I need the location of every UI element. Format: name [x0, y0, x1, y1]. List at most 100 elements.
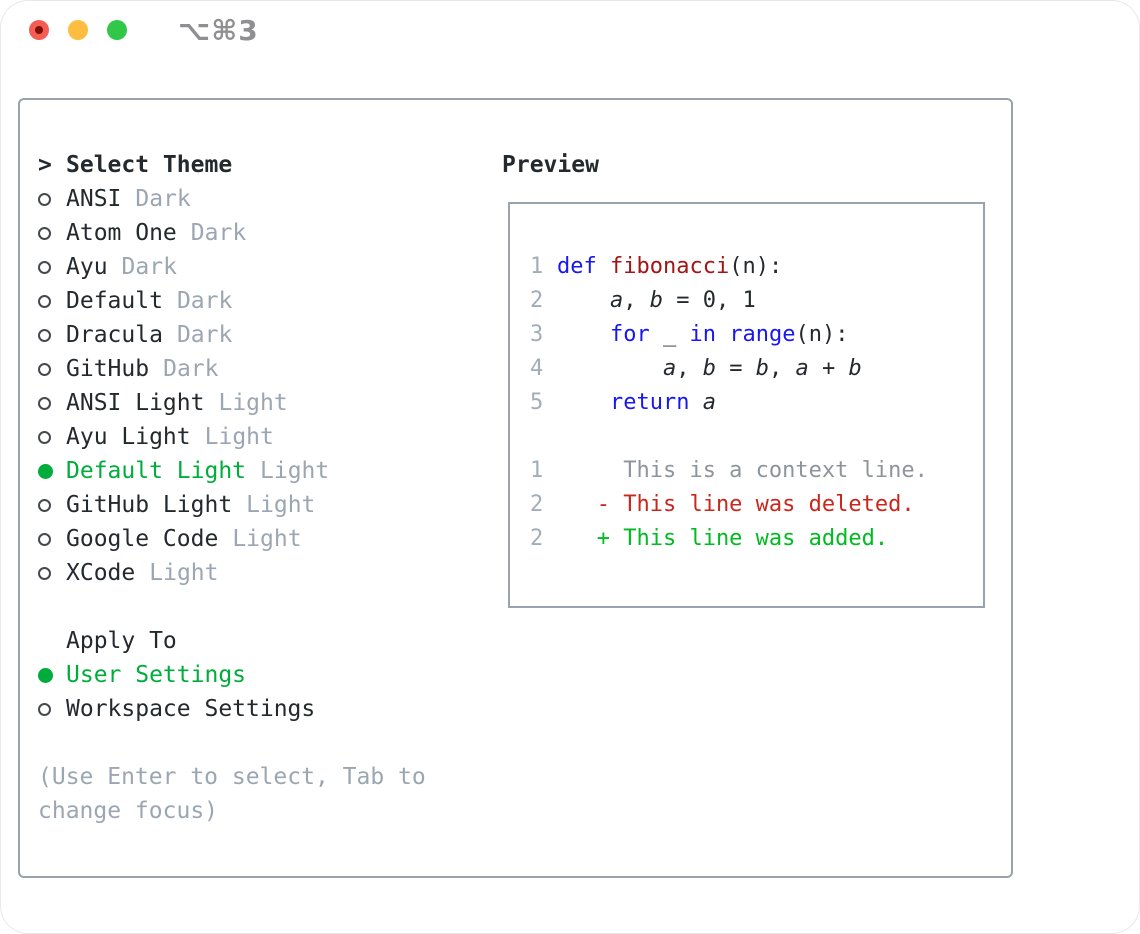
radio-icon — [38, 702, 51, 716]
theme-variant: Dark — [190, 220, 247, 246]
theme-name: Default Light — [66, 458, 247, 484]
line-number: 3 — [530, 322, 544, 347]
code-line: 2 a, b = 0, 1 — [530, 284, 983, 318]
radio-icon — [38, 430, 51, 444]
theme-variant: Light — [246, 492, 316, 518]
window-title: ⌥⌘3 — [178, 13, 259, 47]
hint-text-line1: (Use Enter to select, Tab to — [38, 764, 426, 790]
diff-text: - This line was deleted. — [557, 492, 915, 517]
code-segment: , — [623, 288, 650, 313]
code-segment: b — [848, 356, 862, 381]
radio-icon — [38, 192, 51, 206]
diff-line: 2 - This line was deleted. — [530, 488, 983, 522]
line-number: 5 — [530, 390, 544, 415]
code-segment: (n): — [729, 254, 783, 279]
theme-name: GitHub Light — [66, 492, 233, 518]
theme-variant: Light — [232, 526, 302, 552]
code-segment: (n): — [795, 322, 849, 347]
theme-item[interactable]: Google Code Light — [38, 522, 426, 556]
apply-to-item[interactable]: User Settings — [38, 658, 426, 692]
code-segment: a — [609, 288, 624, 313]
code-segment: return — [609, 390, 690, 415]
code-segment — [557, 356, 663, 381]
code-segment: b — [649, 288, 663, 313]
theme-name: ANSI — [66, 186, 122, 212]
titlebar: ⌥⌘3 — [0, 0, 1140, 60]
code-line: 4 a, b = b, a + b — [530, 352, 983, 386]
code-segment: _ — [649, 322, 690, 347]
theme-variant: Dark — [176, 322, 233, 348]
line-number: 2 — [530, 526, 544, 551]
theme-variant: Dark — [121, 254, 177, 280]
theme-variant: Light — [204, 424, 274, 450]
theme-item[interactable]: Ayu Light Light — [38, 420, 426, 454]
code-segment: def — [557, 254, 597, 279]
spacer — [38, 726, 426, 760]
theme-name: XCode — [66, 560, 136, 586]
apply-to-item[interactable]: Workspace Settings — [38, 692, 426, 726]
caret-icon: > — [38, 152, 52, 178]
code-segment: a — [795, 356, 809, 381]
radio-icon — [38, 498, 51, 512]
radio-icon — [38, 294, 51, 308]
theme-name: Ayu Light — [66, 424, 191, 450]
radio-icon — [38, 396, 51, 410]
code-segment — [689, 390, 702, 415]
code-segment: range — [729, 322, 796, 347]
diff-text: + This line was added. — [557, 526, 889, 551]
code-segment: = — [715, 356, 756, 381]
close-button[interactable] — [29, 20, 49, 40]
code-segment: fibonacci — [610, 254, 730, 279]
radio-icon — [38, 260, 51, 274]
radio-icon — [38, 226, 51, 240]
radio-icon — [38, 566, 51, 580]
code-segment: , — [676, 356, 703, 381]
theme-variant: Dark — [163, 356, 219, 382]
theme-name: Google Code — [66, 526, 219, 552]
diff-line: 2 + This line was added. — [530, 522, 983, 556]
diff-block: 1 This is a context line.2 - This line w… — [530, 454, 983, 556]
line-number: 1 — [530, 254, 544, 279]
minimize-button[interactable] — [68, 20, 88, 40]
zoom-button[interactable] — [107, 20, 127, 40]
code-segment — [557, 322, 610, 347]
theme-variant: Light — [260, 458, 330, 484]
code-segment: a — [662, 356, 677, 381]
radio-icon — [38, 532, 51, 546]
apply-to-label: Workspace Settings — [66, 696, 316, 722]
radio-icon — [38, 328, 51, 342]
diff-text: This is a context line. — [557, 458, 928, 483]
code-segment: = 0, 1 — [662, 288, 756, 313]
radio-selected-icon — [38, 463, 53, 479]
theme-item[interactable]: GitHub Light Light — [38, 488, 426, 522]
theme-name: Dracula — [66, 322, 163, 348]
theme-name: Default — [66, 288, 163, 314]
code-segment — [597, 254, 610, 279]
line-number: 4 — [530, 356, 544, 381]
code-segment — [557, 390, 610, 415]
code-line: 5 return a — [530, 386, 983, 420]
theme-variant: Light — [218, 390, 288, 416]
theme-list-header: > Select Theme — [38, 148, 426, 182]
blank-line — [530, 420, 983, 454]
code-segment — [716, 322, 729, 347]
apply-to-header: Apply To — [66, 628, 177, 654]
code-segment: for — [609, 322, 650, 347]
theme-item[interactable]: Default Light Light — [38, 454, 426, 488]
code-segment: b — [755, 356, 769, 381]
code-segment: + — [808, 356, 849, 381]
theme-item[interactable]: Dracula Dark — [38, 318, 426, 352]
code-line: 1 def fibonacci(n): — [530, 250, 983, 284]
